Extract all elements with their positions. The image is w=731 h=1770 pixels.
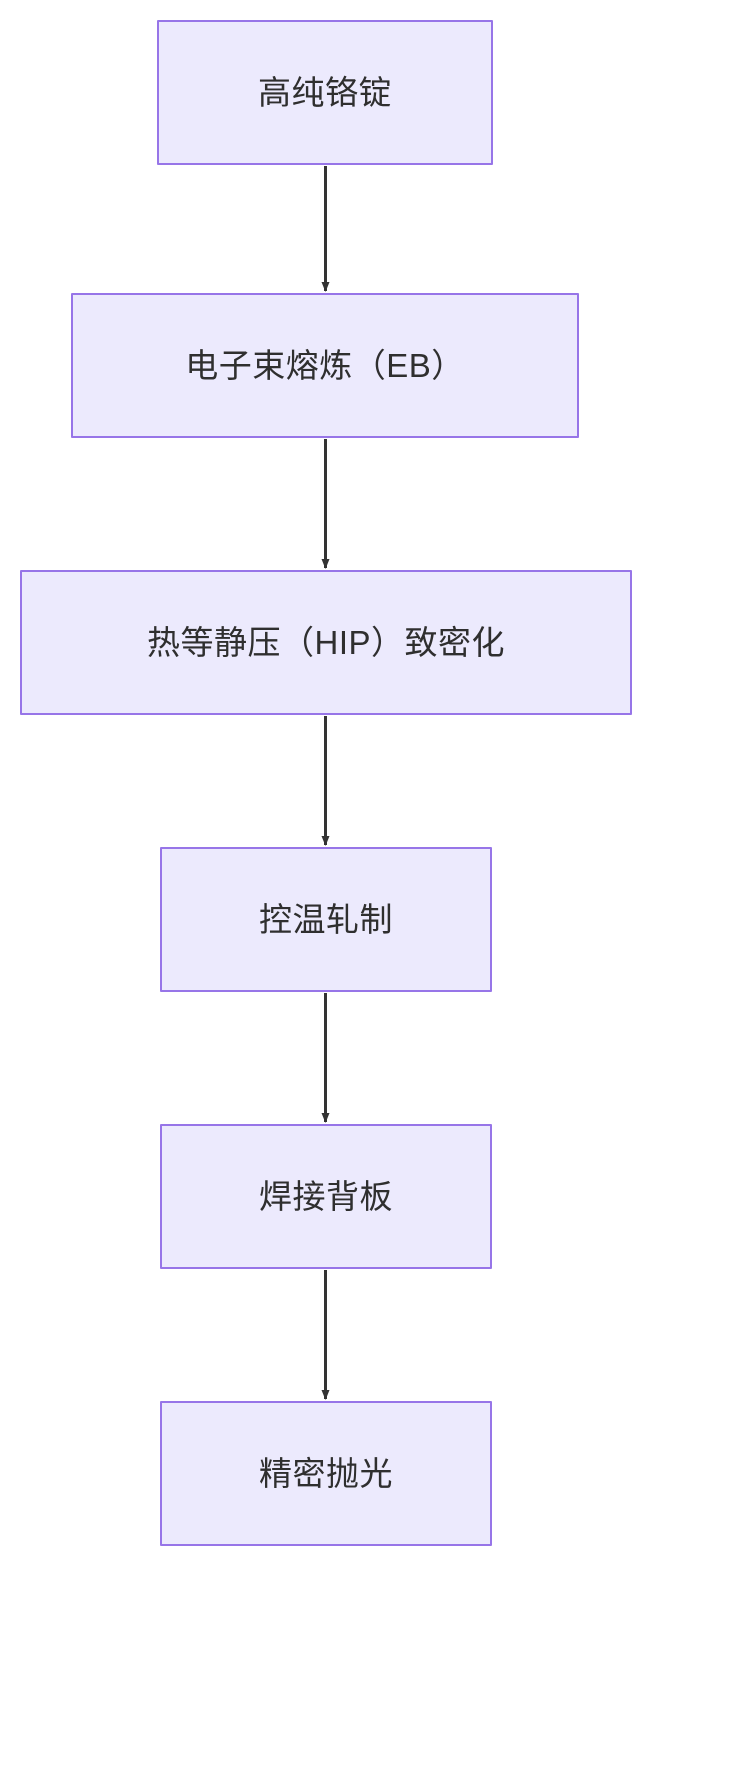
- flow-node-label: 热等静压（HIP）致密化: [146, 623, 505, 661]
- flow-node-label: 焊接背板: [259, 1177, 393, 1215]
- flow-node-label: 精密抛光: [259, 1454, 393, 1492]
- flow-node-electron-beam-melting[interactable]: 电子束熔炼（EB）: [71, 293, 579, 438]
- flow-node-backplate-bonding[interactable]: 焊接背板: [160, 1124, 492, 1269]
- flow-node-high-purity-chromium-ingot[interactable]: 高纯铬锭: [157, 20, 493, 165]
- flow-node-label: 电子束熔炼（EB）: [185, 346, 465, 384]
- flow-node-hip-densification[interactable]: 热等静压（HIP）致密化: [20, 570, 632, 715]
- flow-node-temperature-controlled-rolling[interactable]: 控温轧制: [160, 847, 492, 992]
- flow-node-label: 控温轧制: [259, 900, 393, 938]
- flow-node-label: 高纯铬锭: [258, 73, 392, 111]
- flow-node-precision-polishing[interactable]: 精密抛光: [160, 1401, 492, 1546]
